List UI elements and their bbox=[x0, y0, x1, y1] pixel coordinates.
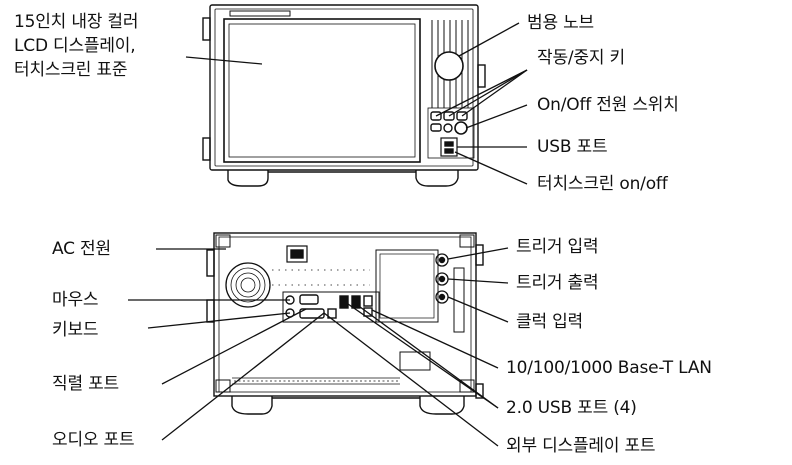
label-touch-toggle: 터치스크린 on/off bbox=[537, 174, 668, 194]
label-audio-port: 오디오 포트 bbox=[52, 430, 135, 450]
label-clock-in: 클럭 입력 bbox=[516, 312, 583, 332]
lcd-display bbox=[223, 18, 421, 163]
general-purpose-knob bbox=[434, 51, 464, 81]
usb-stack-2 bbox=[351, 295, 361, 309]
serial-db9 bbox=[299, 294, 319, 305]
label-serial-port: 직렬 포트 bbox=[52, 374, 119, 394]
front-view bbox=[202, 4, 486, 187]
power-switch bbox=[454, 121, 468, 135]
label-usb-port: USB 포트 bbox=[537, 137, 608, 157]
label-trigger-in: 트리거 입력 bbox=[516, 237, 599, 257]
label-lcd-line-2: LCD 디스플레이, bbox=[14, 36, 136, 56]
label-keyboard: 키보드 bbox=[52, 320, 99, 340]
label-lan: 10/100/1000 Base-T LAN bbox=[506, 358, 712, 378]
label-external-display: 외부 디스플레이 포트 bbox=[506, 436, 656, 456]
front-left-handle-top bbox=[202, 17, 211, 41]
front-left-handle-bottom bbox=[202, 137, 211, 161]
label-lcd-line-1: 15인치 내장 컬러 bbox=[14, 12, 139, 32]
label-usb2-ports: 2.0 USB 포트 (4) bbox=[506, 398, 637, 418]
label-run-stop: 작동/중지 키 bbox=[537, 48, 625, 68]
label-ac-power: AC 전원 bbox=[52, 239, 111, 259]
label-lcd-line-3: 터치스크린 표준 bbox=[14, 60, 128, 80]
lan-port bbox=[363, 295, 373, 307]
label-trigger-out: 트리거 출력 bbox=[516, 273, 599, 293]
label-mouse: 마우스 bbox=[52, 290, 99, 310]
front-right-handle bbox=[477, 64, 486, 88]
io-module bbox=[375, 249, 439, 323]
label-knob: 범용 노브 bbox=[527, 13, 594, 33]
trigger-in-bnc bbox=[435, 253, 449, 267]
rear-view bbox=[206, 232, 484, 415]
port-cluster bbox=[282, 291, 380, 323]
label-lcd-display: 15인치 내장 컬러 LCD 디스플레이, 터치스크린 표준 bbox=[14, 10, 138, 82]
usb-stack-1 bbox=[339, 295, 349, 309]
label-power-switch: On/Off 전원 스위치 bbox=[537, 95, 679, 115]
ac-inlet bbox=[286, 245, 308, 263]
cooling-fan bbox=[225, 262, 271, 308]
callout-lines bbox=[128, 22, 528, 447]
